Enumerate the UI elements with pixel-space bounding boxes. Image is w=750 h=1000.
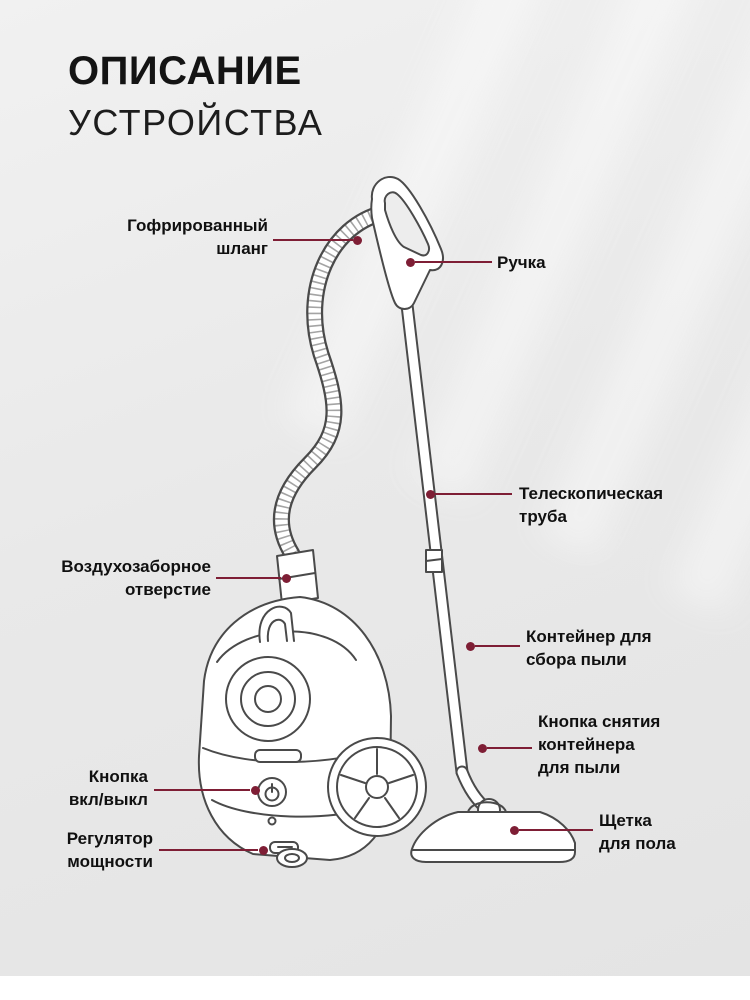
callout-dot-hose: [353, 236, 362, 245]
callout-dot-floor-brush: [510, 826, 519, 835]
callout-label-floor-brush: Щетка для пола: [599, 811, 676, 853]
callout-line-power-button: [154, 789, 250, 791]
telescopic-tube-drawing: [400, 298, 469, 779]
title-line-2: УСТРОЙСТВА: [68, 102, 324, 143]
callout-dot-tube: [426, 490, 435, 499]
callout-dot-dust-container: [466, 642, 475, 651]
handle-drawing: [370, 176, 444, 310]
page-title: ОПИСАНИЕ УСТРОЙСТВА: [68, 50, 323, 144]
callout-line-floor-brush: [519, 829, 593, 831]
callout-line-dust-container: [475, 645, 520, 647]
callout-dot-container-release-button: [478, 744, 487, 753]
wheel-drawing: [327, 737, 427, 837]
callout-dot-handle: [406, 258, 415, 267]
callout-label-handle: Ручка: [497, 253, 546, 272]
callout-label-power-regulator: Регулятор мощности: [66, 829, 153, 871]
callout-label-hose: Гофрированный шланг: [127, 216, 268, 258]
callout-line-tube: [435, 493, 512, 495]
callout-label-container-release-button: Кнопка снятия контейнера для пыли: [538, 712, 661, 777]
callout-label-dust-container: Контейнер для сбора пыли: [526, 627, 652, 669]
callout-line-container-release-button: [487, 747, 532, 749]
callout-line-power-regulator: [159, 849, 258, 851]
title-line-1: ОПИСАНИЕ: [68, 49, 302, 93]
callout-dot-power-button: [251, 786, 260, 795]
hose-drawing: [272, 204, 392, 563]
caster-wheel-drawing: [276, 848, 308, 868]
callout-line-air-intake: [216, 577, 281, 579]
bottom-white-strip: [0, 976, 750, 1000]
callout-label-air-intake: Воздухозаборное отверстие: [61, 557, 211, 599]
callout-label-power-button: Кнопка вкл/выкл: [68, 767, 148, 809]
floor-brush-drawing: [410, 765, 576, 863]
callout-dot-power-regulator: [259, 846, 268, 855]
callout-line-hose: [273, 239, 353, 241]
air-intake-drawing: [276, 549, 319, 605]
callout-dot-air-intake: [282, 574, 291, 583]
callout-line-handle: [415, 261, 492, 263]
callout-label-tube: Телескопическая труба: [519, 484, 664, 526]
